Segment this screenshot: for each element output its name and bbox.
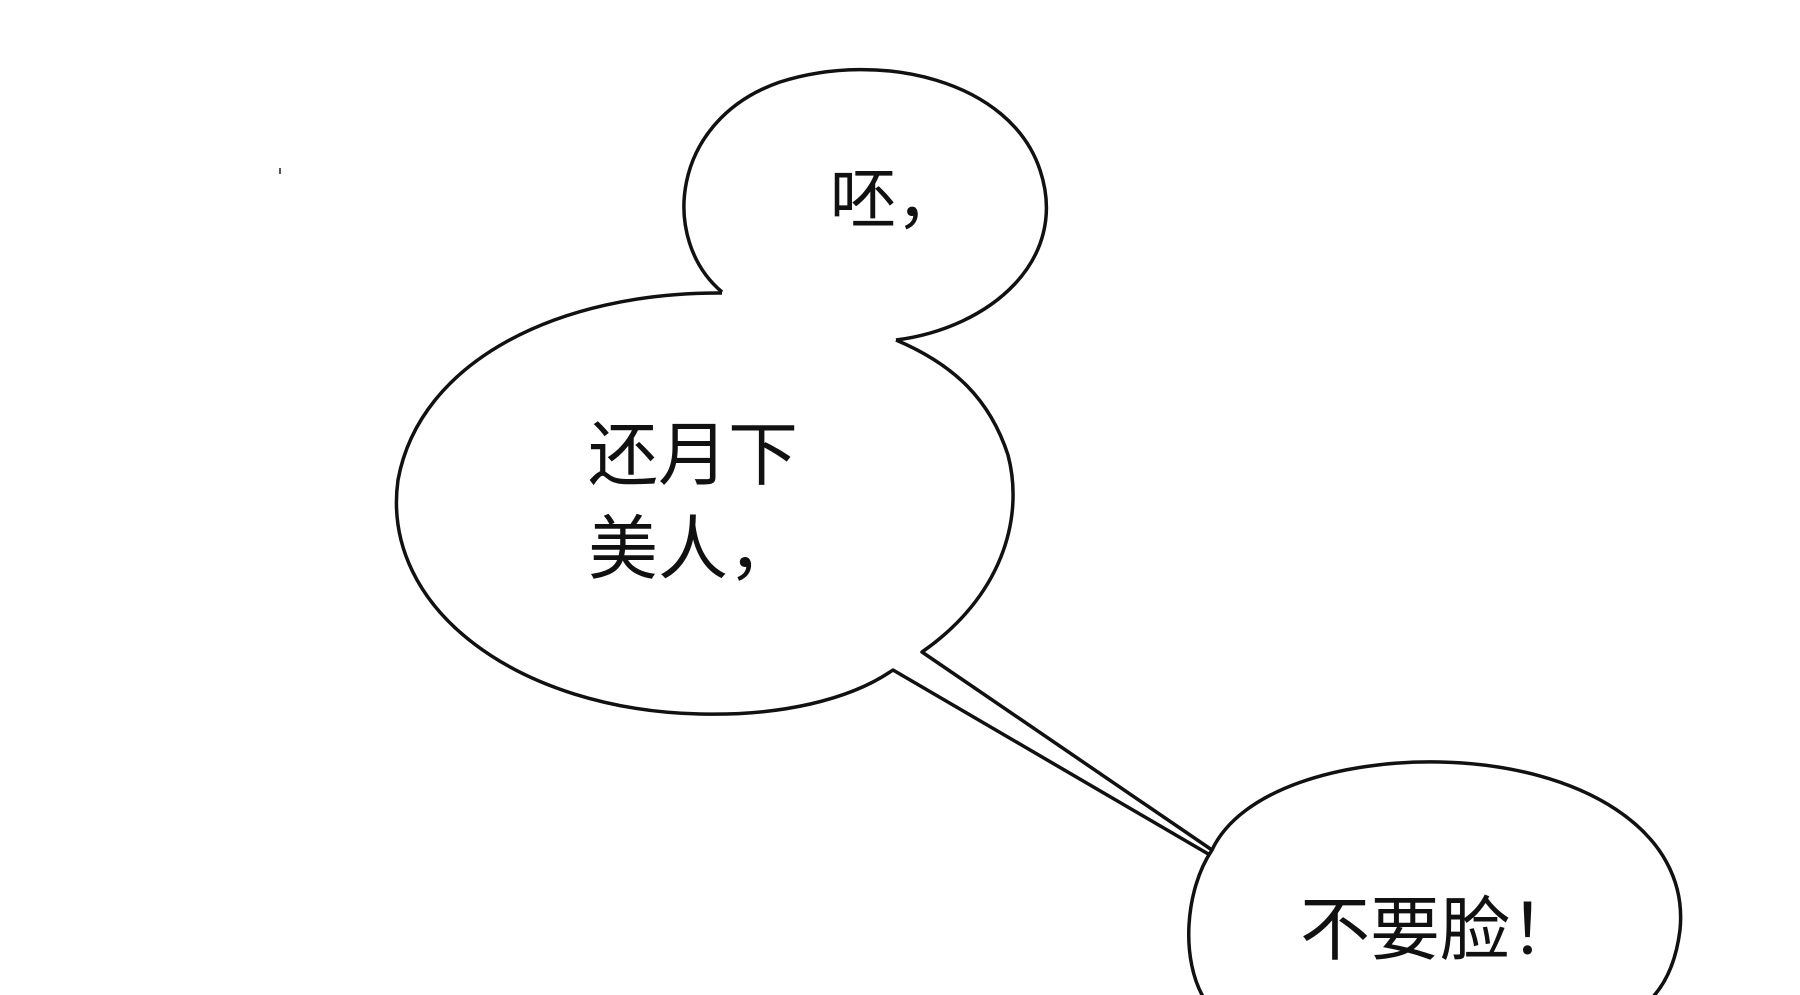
top-bubble-text: 呸， [830,161,962,238]
bottom-bubble-text: 不要脸！ [1300,889,1580,971]
bottom-speech-bubble [1187,760,1683,995]
bubble-join-mask [724,294,894,345]
top-speech-bubble [682,67,1049,342]
middle-speech-bubble [394,291,1214,857]
middle-bubble-text: 还月下 美人， [588,414,798,590]
